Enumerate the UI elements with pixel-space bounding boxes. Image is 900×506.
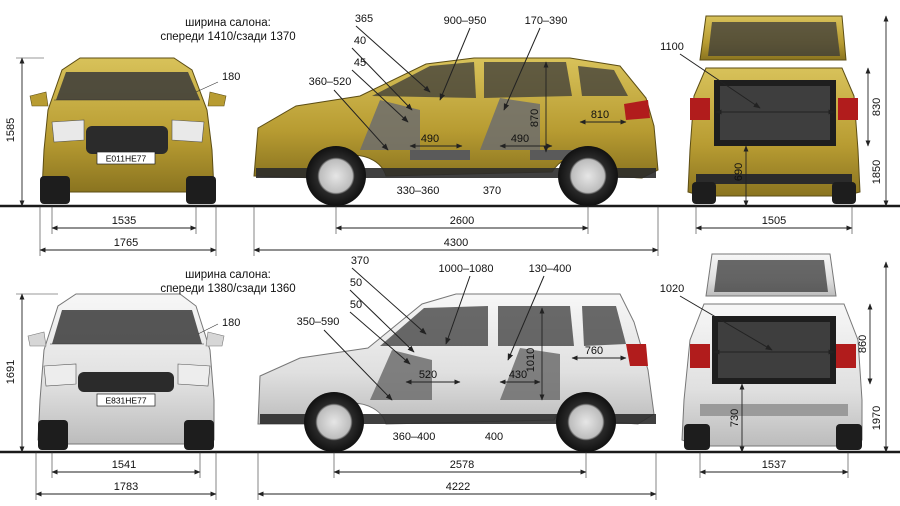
car1-length: 4300 (444, 237, 468, 249)
car1-side-floor-rear: 370 (483, 185, 501, 197)
car1-rear-track: 1505 (762, 215, 786, 227)
car2-side-370: 370 (351, 255, 369, 267)
car2-cabin-label-1: ширина салона: (185, 269, 271, 281)
car1-wheelbase: 2600 (450, 215, 474, 227)
car2-cabin-label-2: спереди 1380/сзади 1360 (160, 283, 295, 295)
car2-front-view: E831НЕ77 (27, 293, 225, 450)
car2-group: E831НЕ77 (0, 253, 900, 500)
car1-side-seat-front: 490 (421, 133, 439, 145)
car1-rear-full-height: 1850 (871, 160, 883, 184)
car1-side-floor-front: 330–360 (397, 185, 440, 197)
car2-trunk-width-label: 1020 (660, 283, 684, 295)
car1-side-view (253, 57, 659, 206)
car1-group: E011НЕ77 (0, 13, 900, 256)
car1-side-cargo: 810 (591, 109, 609, 121)
car1-front-view: E011НЕ77 (29, 57, 227, 204)
car2-side-seat-front: 520 (419, 369, 437, 381)
car1-side-legroom: 360–520 (309, 76, 352, 88)
car1-front-height: 1585 (5, 118, 17, 142)
car2-side-rear-height: 1010 (525, 348, 537, 372)
car2-side-50a: 50 (350, 277, 362, 289)
car2-side-headroom: 1000–1080 (438, 263, 493, 275)
car2-rear-full-height: 1970 (871, 406, 883, 430)
car1-side-rear-leg: 170–390 (525, 15, 568, 27)
car2-side-50b: 50 (350, 299, 362, 311)
car1-side-45: 45 (354, 57, 366, 69)
car2-mirror: 180 (222, 317, 240, 329)
car1-trunk-height: 830 (871, 98, 883, 116)
car2-length: 4222 (446, 481, 470, 493)
car2-front-width: 1783 (114, 481, 138, 493)
car2-side-legroom: 350–590 (297, 316, 340, 328)
car1-side-seat-rear: 490 (511, 133, 529, 145)
car1-side-headroom: 900–950 (444, 15, 487, 27)
car2-rear-track: 1537 (762, 459, 786, 471)
car1-sill-height: 690 (733, 163, 745, 181)
car2-sill-height: 730 (729, 409, 741, 427)
car1-trunk-width-label: 1100 (660, 41, 684, 53)
car2-trunk-height: 860 (857, 335, 869, 353)
car2-side-floor-front: 360–400 (393, 431, 436, 443)
car1-front-plate: E011НЕ77 (106, 154, 147, 164)
car2-front-plate: E831НЕ77 (105, 396, 146, 406)
car1-rear-view (687, 15, 861, 204)
car1-side-365: 365 (355, 13, 373, 25)
car2-front-track: 1541 (112, 459, 136, 471)
car1-front-track: 1535 (112, 215, 136, 227)
car1-cabin-label-2: спереди 1410/сзади 1370 (160, 31, 295, 43)
car1-side-40: 40 (354, 35, 366, 47)
car1-cabin-label-1: ширина салона: (185, 17, 271, 29)
car2-side-rear-leg: 130–400 (529, 263, 572, 275)
car2-side-floor-rear: 400 (485, 431, 503, 443)
car2-wheelbase: 2578 (450, 459, 474, 471)
car2-side-cargo: 760 (585, 345, 603, 357)
car2-front-height: 1691 (5, 360, 17, 384)
car1-side-rear-height: 870 (529, 109, 541, 127)
car1-mirror: 180 (222, 71, 240, 83)
car2-side-view (257, 293, 656, 452)
car2-side-seat-rear: 430 (509, 369, 527, 381)
car1-front-width: 1765 (114, 237, 138, 249)
